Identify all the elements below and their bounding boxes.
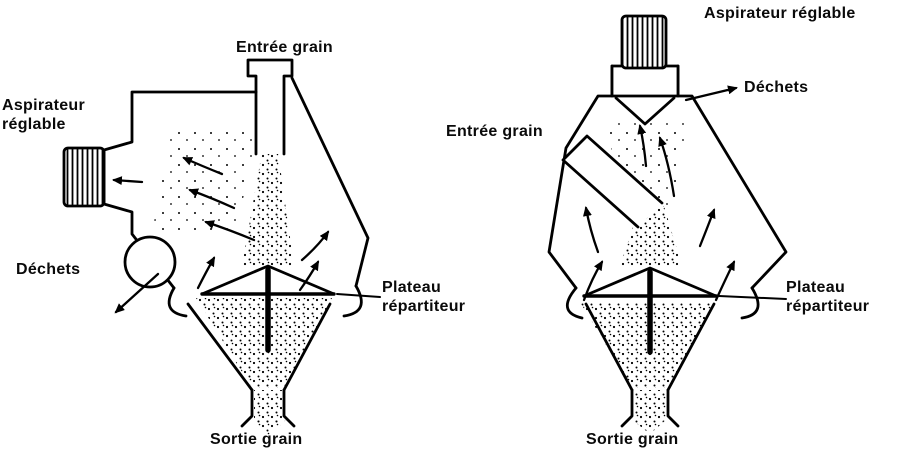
airflow-arrow	[714, 260, 736, 302]
airflow-arrow	[698, 208, 716, 248]
aspirator-suction-arrow	[112, 176, 144, 186]
left-sortie-grain-text: Sortie grain	[210, 431, 303, 448]
right-body-right-wall	[676, 64, 788, 290]
right-outlet-spout	[620, 388, 680, 428]
left-plateau-label: Plateau répartiteur	[382, 278, 465, 316]
right-plateau-label: Plateau répartiteur	[786, 278, 869, 316]
left-hopper-lip-right	[342, 284, 363, 318]
left-plate-leader-line	[336, 293, 381, 298]
right-aspirateur-label: Aspirateur réglable	[704, 4, 856, 23]
left-aspirator-knob	[62, 146, 106, 208]
right-outlet-grain	[630, 418, 668, 434]
right-aspirateur-text: Aspirateur réglable	[704, 5, 856, 22]
left-aspirateur-label: Aspirateur réglable	[2, 96, 85, 134]
left-hopper-walls	[186, 302, 332, 392]
left-aspirateur-line1: Aspirateur	[2, 97, 86, 114]
airflow-arrow	[298, 260, 320, 292]
airflow-arrow	[582, 260, 604, 302]
left-outlet-grain	[250, 420, 286, 436]
left-dust-cloud	[152, 128, 258, 232]
left-machine	[62, 58, 381, 436]
right-plate-leader-line	[718, 295, 787, 300]
right-aspirator-collar	[610, 64, 680, 98]
left-hopper-grain	[196, 298, 332, 388]
left-waste-fan	[123, 235, 177, 289]
airflow-arrow	[204, 220, 256, 242]
right-dechets-text: Déchets	[744, 79, 809, 96]
right-plate-cone	[582, 266, 718, 298]
left-grain-stream	[242, 152, 294, 266]
right-inlet-chute	[561, 134, 664, 229]
left-spout-grain	[254, 390, 282, 422]
airflow-arrow	[196, 256, 216, 290]
right-entree-grain-label: Entrée grain	[446, 122, 543, 141]
left-plateau-line2: répartiteur	[382, 298, 466, 315]
airflow-arrow	[637, 124, 648, 168]
left-plate-cone	[200, 264, 336, 296]
right-dechets-label: Déchets	[744, 78, 808, 97]
right-hopper-lip-right	[740, 286, 760, 320]
right-machine	[547, 14, 788, 434]
right-plateau-line1: Plateau	[786, 279, 846, 296]
waste-discharge-arrow	[114, 272, 160, 314]
right-hopper-walls	[584, 302, 716, 392]
right-plateau-line2: répartiteur	[786, 298, 870, 315]
airflow-arrow	[182, 156, 224, 176]
right-sortie-grain-text: Sortie grain	[586, 431, 679, 448]
left-hopper-lip-left	[167, 286, 188, 318]
airflow-arrow	[188, 188, 236, 210]
left-body-right-wall	[290, 76, 370, 288]
right-airflow-arrows	[582, 85, 738, 302]
right-sortie-grain-label: Sortie grain	[586, 430, 679, 449]
left-outlet-spout	[240, 388, 296, 428]
left-inlet-chute	[246, 58, 294, 156]
left-entree-grain-text: Entrée grain	[236, 39, 333, 56]
left-aspirateur-line2: réglable	[2, 116, 66, 133]
left-dechets-text: Déchets	[16, 261, 81, 278]
left-plateau-line1: Plateau	[382, 279, 442, 296]
right-hopper-grain	[580, 302, 714, 388]
airflow-arrow	[300, 230, 330, 262]
right-spout-grain	[634, 390, 666, 420]
waste-discharge-arrow	[684, 85, 738, 102]
right-aspirator-knob	[620, 14, 668, 70]
airflow-arrow	[583, 206, 600, 254]
airflow-arrow	[658, 136, 676, 198]
right-hopper-lip-left	[566, 286, 584, 320]
right-deflector-valve	[614, 96, 676, 126]
right-entree-grain-text: Entrée grain	[446, 123, 543, 140]
left-dechets-label: Déchets	[16, 260, 80, 279]
left-airflow-arrows	[112, 156, 330, 314]
left-entree-grain-label: Entrée grain	[236, 38, 333, 57]
left-sortie-grain-label: Sortie grain	[210, 430, 303, 449]
